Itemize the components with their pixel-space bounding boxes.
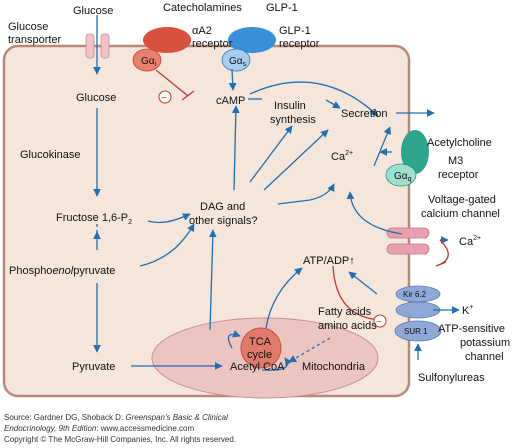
- glucose-extracellular-label: Glucose: [73, 5, 113, 17]
- katp-label-1: ATP-sensitive: [438, 323, 505, 335]
- g-alpha-i-label: Gαi: [141, 56, 157, 68]
- dag-label-1: DAG and: [200, 201, 245, 213]
- fatty-acids-label-2: amino acids: [318, 320, 377, 332]
- vg-channel-label-2: calcium channel: [421, 208, 500, 220]
- katp-label-2: potassium: [460, 337, 510, 349]
- minus-label-2: −: [376, 317, 382, 328]
- m3-receptor-label-2: receptor: [438, 169, 479, 181]
- sur-label: SUR 1: [404, 327, 428, 336]
- g-alpha-q-label: Gαq: [394, 171, 412, 183]
- calcium-extracellular-label: Ca2+: [459, 235, 481, 248]
- glp1-receptor-label-2: receptor: [279, 38, 320, 50]
- camp-label: cAMP: [216, 95, 245, 107]
- catecholamines-label: Catecholamines: [163, 2, 242, 14]
- alpha2-receptor: [132, 27, 191, 72]
- m3-receptor: [385, 130, 429, 187]
- fructose-label: Fructose 1,6-P2: [56, 212, 132, 226]
- pyruvate-label: Pyruvate: [72, 361, 115, 373]
- tca-cycle-circle: [240, 327, 282, 369]
- cell-membrane: [2, 44, 411, 398]
- minus-label-1: −: [161, 93, 167, 104]
- m3-receptor-label-1: M3: [448, 155, 463, 167]
- glp1-ligand-label: GLP-1: [266, 2, 298, 14]
- katp-label-3: channel: [465, 351, 504, 363]
- atp-adp-label: ATP/ADP↑: [303, 255, 355, 267]
- glp1-receptor-label-1: GLP-1: [279, 25, 311, 37]
- katp-channel: [394, 285, 442, 342]
- fatty-acids-label-1: Fatty acids: [318, 306, 372, 318]
- tca-label-1: TCA: [249, 336, 272, 348]
- secretion-label: Secretion: [341, 108, 387, 120]
- footer-source-line-2: Endocrinology, 9th Edition: www.accessme…: [4, 424, 195, 433]
- glp1-receptor: [221, 27, 276, 72]
- glucokinase-label: Glucokinase: [20, 149, 81, 161]
- vg-channel-label-1: Voltage-gated: [428, 194, 496, 206]
- insulin-synthesis-label-1: Insulin: [274, 100, 306, 112]
- dag-label-2: other signals?: [189, 215, 258, 227]
- mitochondria-label: Mitochondria: [302, 361, 366, 373]
- pathway-arrows: [93, 15, 460, 371]
- voltage-gated-calcium-channel: [386, 227, 430, 255]
- k-plus-label: K+: [462, 304, 473, 317]
- tca-label-2: cycle: [247, 349, 272, 361]
- inhibition-minus-katp: [373, 314, 387, 328]
- sulfonylureas-label: Sulfonylureas: [418, 372, 485, 384]
- glucose-transporter: [85, 33, 110, 59]
- inhibition-minus-camp: [158, 90, 172, 104]
- g-alpha-s-label: Gαs: [229, 56, 247, 68]
- acetyl-coa-label: Acetyl CoA: [230, 361, 285, 373]
- glucose-transporter-label-2: transporter: [8, 34, 62, 46]
- footer-source-line-1: Source: Gardner DG, Shoback D: Greenspan…: [4, 413, 228, 422]
- acetylcholine-label: Acetylcholine: [427, 137, 492, 149]
- kir-label: Kir 6.2: [403, 290, 427, 299]
- a2-receptor-label-2: receptor: [192, 38, 233, 50]
- glucose-intracellular-label: Glucose: [76, 92, 116, 104]
- footer-copyright: Copyright © The McGraw-Hill Companies, I…: [4, 435, 237, 444]
- diagram-svg: Gαi Gαs Gαq Kir 6.2 SUR 1: [2, 2, 510, 399]
- pep-label: Phosphoenolpyruvate: [9, 265, 115, 277]
- a2-receptor-label-1: αA2: [192, 25, 212, 37]
- glucose-transporter-label-1: Glucose: [8, 21, 48, 33]
- insulin-synthesis-label-2: synthesis: [270, 114, 316, 126]
